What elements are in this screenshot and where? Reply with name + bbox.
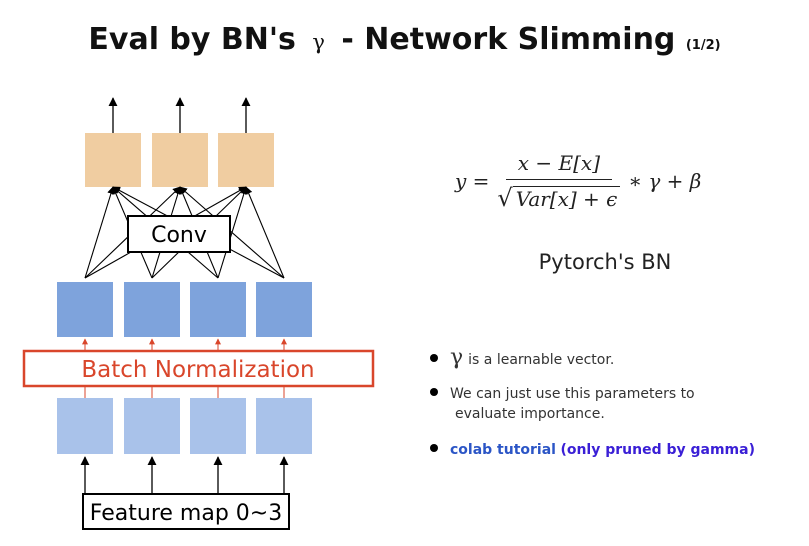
bullet-dot [430,388,438,396]
slide-title: Eval by BN's γ - Network Slimming (1/2) [0,22,809,57]
input-feature-maps [57,398,312,454]
bn-output-map [124,282,180,337]
bullet-text: is a learnable vector. [468,352,615,368]
bullet-note: (only pruned by gamma) [560,442,755,458]
bullet-text-continued: evaluate importance. [455,406,605,422]
title-part: (1/2) [685,38,721,53]
bullet-item: colab tutorial (only pruned by gamma) [430,442,805,458]
bn-output-map [57,282,113,337]
title-rest: - Network Slimming [341,22,676,57]
colab-tutorial-link[interactable]: colab tutorial [450,442,556,458]
formula-denominator-wrap: √Var[x] + ϵ [497,180,621,212]
formula-fraction: x − E[x] √Var[x] + ϵ [497,151,621,212]
conv-box [127,215,231,253]
conv-label: Conv [151,223,207,248]
output-feature-maps [85,133,274,187]
bn-output-map [256,282,312,337]
output-map [218,133,274,187]
bullet-list: γ is a learnable vector. We can just use… [430,345,805,474]
formula-denominator: Var[x] + ϵ [512,185,621,211]
bn-arrows [82,338,287,398]
input-box [82,493,290,530]
title-gamma: γ [312,30,325,54]
input-map [57,398,113,454]
bullet-dot [430,444,438,452]
input-map [256,398,312,454]
formula-rhs: ∗ γ + β [628,169,702,193]
bullet-item: We can just use this parameters to [430,386,805,402]
input-arrows [80,456,289,494]
bullet-gamma: γ [450,345,464,370]
input-label: Feature map 0~3 [90,501,282,526]
input-map [190,398,246,454]
bn-output-map [190,282,246,337]
bn-output-feature-maps [57,282,312,337]
formula-numerator: x − E[x] [505,151,613,180]
output-arrows [108,97,251,133]
formula-lhs: y = [455,169,490,193]
bullet-dot [430,354,438,362]
title-main: Eval by BN's [88,22,296,57]
bullet-text: We can just use this parameters to [450,386,695,402]
formula-caption: Pytorch's BN [538,250,672,274]
batch-norm-box [22,349,375,388]
bullet-item: γ is a learnable vector. [430,345,805,370]
output-map [152,133,208,187]
formula-radical: √ [497,183,513,212]
output-map [85,133,141,187]
bn-formula: y = x − E[x] √Var[x] + ϵ ∗ γ + β [455,145,701,217]
input-map [124,398,180,454]
batch-norm-label: Batch Normalization [81,357,314,383]
